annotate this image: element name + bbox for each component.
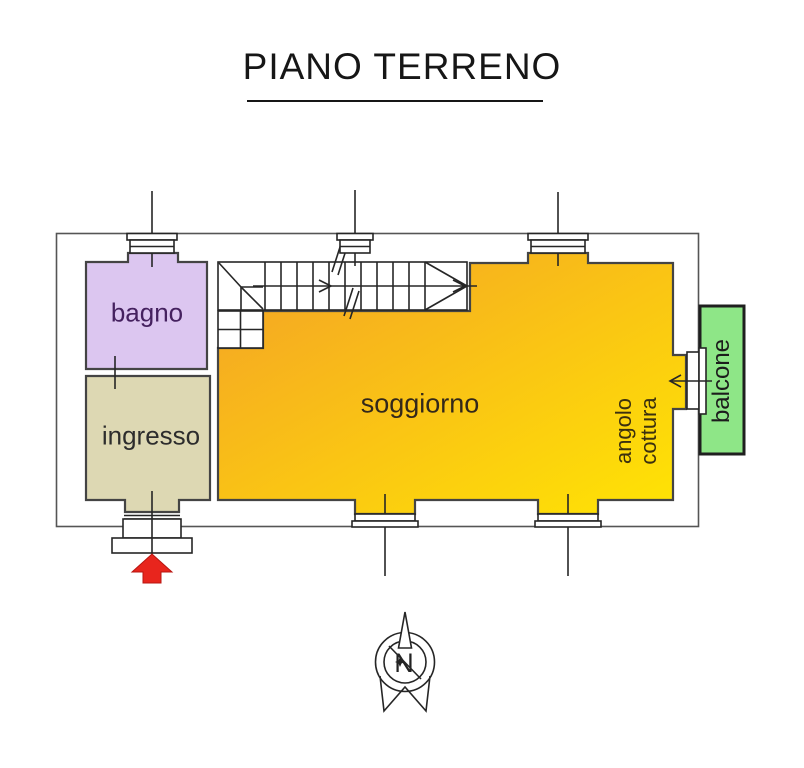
window-bottom-2 xyxy=(534,494,602,576)
balcony-door xyxy=(668,347,712,415)
window-top-1 xyxy=(126,191,178,267)
north-compass-icon: N xyxy=(374,611,436,713)
page-title: PIANO TERRENO xyxy=(242,46,562,87)
room-bagno xyxy=(84,251,209,371)
compass-north-letter: N xyxy=(394,648,414,678)
window-top-3 xyxy=(527,192,589,266)
compass-spike xyxy=(397,611,413,649)
room-ingresso xyxy=(84,374,212,514)
title-underline xyxy=(247,100,543,102)
compass-legs xyxy=(379,675,431,713)
balcony-door-arrow-icon xyxy=(668,374,682,388)
compass-star xyxy=(395,657,405,667)
staircase xyxy=(217,243,477,349)
stair-landing-grid xyxy=(217,310,264,349)
entrance-door xyxy=(111,491,193,584)
stair-direction-arrow xyxy=(253,279,477,293)
window-bottom-1 xyxy=(351,494,419,576)
stair-winder-left xyxy=(218,262,264,310)
stair-winder-right xyxy=(424,261,468,311)
window-top-2 xyxy=(336,190,374,266)
entrance-arrow-icon xyxy=(130,553,174,584)
balcony xyxy=(698,304,746,456)
